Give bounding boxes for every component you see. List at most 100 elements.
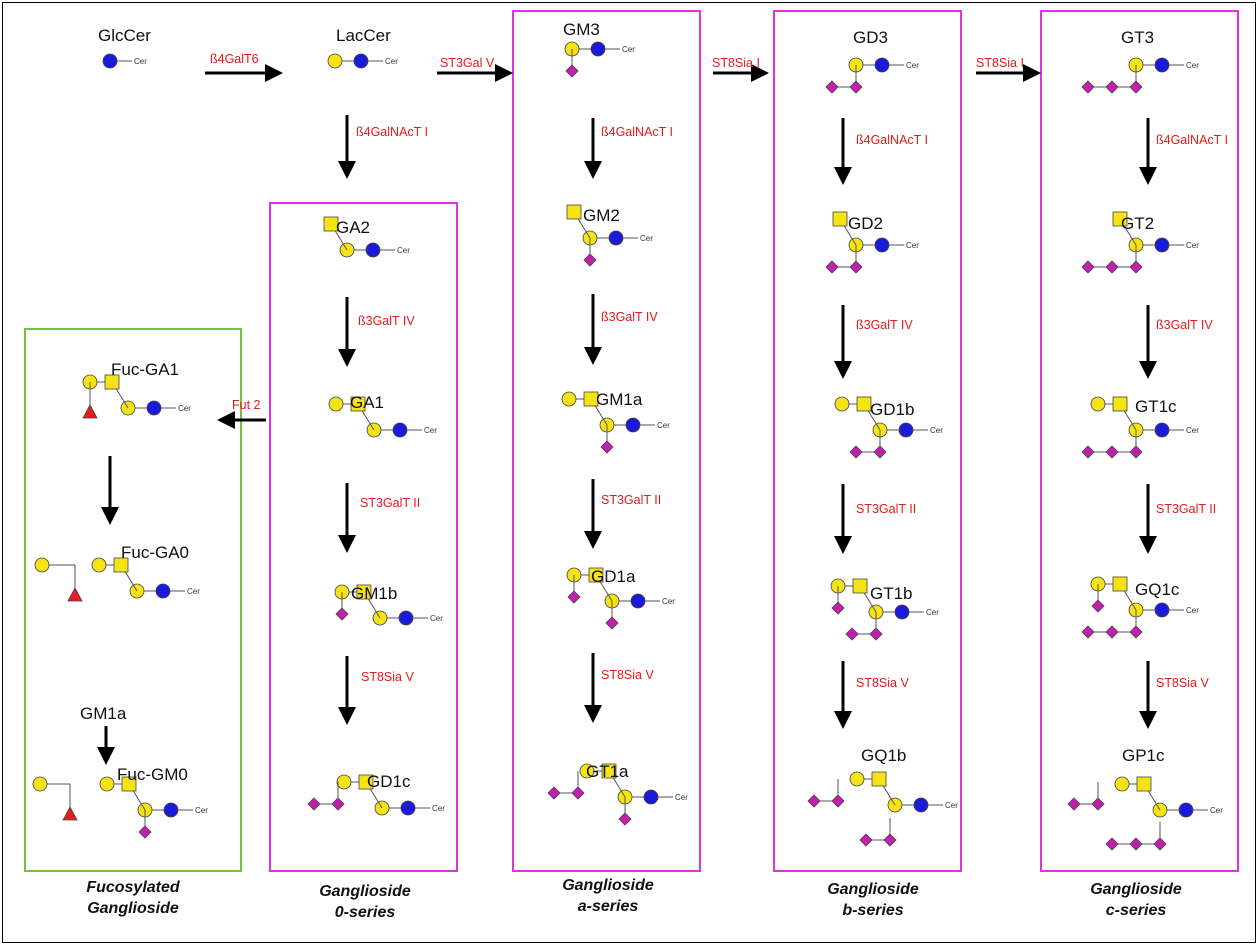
glucose-circle-icon [608, 230, 624, 246]
sialic-acid-diamond-icon [849, 80, 863, 94]
series-c-box [1040, 10, 1239, 872]
glucose-circle-icon [874, 237, 890, 253]
glucose-circle-icon [874, 57, 890, 73]
caption-line: a-series [577, 897, 639, 915]
ceramide-label: Cer [675, 793, 688, 802]
sialic-acid-diamond-icon [831, 794, 845, 808]
glycan-gq1b: GQ1b [861, 746, 907, 765]
enzyme-st3galt2-0: ST3GalT II [360, 496, 421, 510]
enzyme-st8siai-a: ST8Sia I [712, 56, 760, 70]
glucose-circle-icon [643, 789, 659, 805]
sialic-acid-diamond-icon [1105, 260, 1119, 274]
ceramide-label: Cer [1186, 241, 1199, 250]
caption-series-c: Ganglioside c-series [1051, 880, 1221, 922]
enzyme-st8siav-0: ST8Sia V [361, 670, 414, 684]
ceramide-label: Cer [945, 801, 958, 810]
glucose-circle-icon [1178, 802, 1194, 818]
enzyme-b4galnact-laccer: ß4GalNAcT I [356, 125, 429, 139]
sialic-acid-diamond-icon [307, 797, 321, 811]
glycan-fuc-ga0: Fuc-GA0 [121, 543, 190, 562]
galactose-circle-icon [1090, 396, 1106, 412]
ceramide-label: Cer [397, 246, 410, 255]
ceramide-label: Cer [622, 45, 635, 54]
glucose-circle-icon [155, 583, 171, 599]
sialic-acid-diamond-icon [1129, 837, 1143, 851]
caption-line: Fucosylated [86, 879, 180, 896]
galactose-circle-icon [561, 391, 577, 407]
glycan-gd1a: GD1a [591, 567, 636, 586]
glycan-gt1c: GT1c [1135, 397, 1177, 416]
glucose-circle-icon [353, 53, 369, 69]
galactose-circle-icon [327, 53, 343, 69]
series-b-box [773, 10, 962, 872]
glycan-gt1b: GT1b [870, 584, 913, 603]
sialic-acid-diamond-icon [1129, 80, 1143, 94]
glycan-fuc-ga1: Fuc-GA1 [111, 360, 180, 379]
galnac-square-icon [601, 763, 617, 779]
sialic-acid-diamond-icon [547, 786, 561, 800]
glycan-gt2: GT2 [1121, 214, 1155, 233]
glycan-gd1c: GD1c [367, 772, 411, 791]
sialic-acid-diamond-icon [869, 627, 883, 641]
enzyme-b4galnact-c: ß4GalNAcT I [1156, 133, 1229, 147]
ceramide-label: Cer [1186, 426, 1199, 435]
glucose-circle-icon [163, 802, 179, 818]
ceramide-label: Cer [424, 426, 437, 435]
caption-line: Ganglioside [87, 899, 179, 917]
sialic-acid-diamond-icon [571, 786, 585, 800]
sialic-acid-diamond-icon [1129, 625, 1143, 639]
series-0-box [269, 202, 458, 872]
enzyme-b4galnact-b: ß4GalNAcT I [856, 133, 929, 147]
enzyme-st3galv: ST3Gal V [440, 56, 495, 70]
fucose-triangle-icon [82, 404, 98, 419]
glucose-circle-icon [1154, 237, 1170, 253]
glucose-circle-icon [913, 797, 929, 813]
glucose-circle-icon [146, 400, 162, 416]
sialic-acid-diamond-icon [1067, 797, 1081, 811]
enzyme-st3galt2-b: ST3GalT II [856, 502, 917, 516]
galactose-circle-icon [99, 776, 115, 792]
sialic-acid-diamond-icon [567, 590, 581, 604]
fucose-triangle-icon [67, 587, 83, 602]
galnac-square-icon [1112, 396, 1128, 412]
galnac-square-icon [350, 396, 366, 412]
glucose-circle-icon [894, 604, 910, 620]
sialic-acid-diamond-icon [831, 601, 845, 615]
galactose-circle-icon [849, 771, 865, 787]
glycan-laccer: LacCer [336, 26, 391, 45]
ceramide-label: Cer [926, 608, 939, 617]
sialic-acid-diamond-icon [1105, 80, 1119, 94]
enzyme-b3galt4-a: ß3GalT IV [601, 310, 658, 324]
glycan-gm2: GM2 [583, 206, 620, 225]
glycan-gq1c: GQ1c [1135, 580, 1180, 599]
enzyme-fut2: Fut 2 [232, 398, 261, 412]
ceramide-label: Cer [178, 404, 191, 413]
glucose-circle-icon [392, 422, 408, 438]
sialic-acid-diamond-icon [807, 794, 821, 808]
sialic-acid-diamond-icon [605, 616, 619, 630]
sialic-acid-diamond-icon [883, 833, 897, 847]
caption-line: 0-series [334, 903, 396, 921]
enzyme-st3galt2-c: ST3GalT II [1156, 502, 1217, 516]
sialic-acid-diamond-icon [618, 812, 632, 826]
ceramide-label: Cer [657, 421, 670, 430]
galactose-circle-icon [1114, 776, 1130, 792]
glucose-circle-icon [625, 417, 641, 433]
ceramide-label: Cer [906, 61, 919, 70]
sialic-acid-diamond-icon [1153, 837, 1167, 851]
ceramide-label: Cer [662, 597, 675, 606]
sialic-acid-diamond-icon [849, 260, 863, 274]
galactose-circle-icon [91, 557, 107, 573]
glucose-circle-icon [590, 41, 606, 57]
ceramide-label: Cer [430, 614, 443, 623]
galactose-circle-icon [834, 396, 850, 412]
galnac-square-icon [566, 204, 582, 220]
galactose-circle-icon [34, 557, 50, 573]
glucose-circle-icon [398, 610, 414, 626]
fucosylated-box [24, 328, 242, 872]
sialic-acid-diamond-icon [825, 80, 839, 94]
galnac-square-icon [871, 771, 887, 787]
glycan-gm1a: GM1a [596, 390, 643, 409]
enzyme-st8siav-c: ST8Sia V [1156, 676, 1209, 690]
